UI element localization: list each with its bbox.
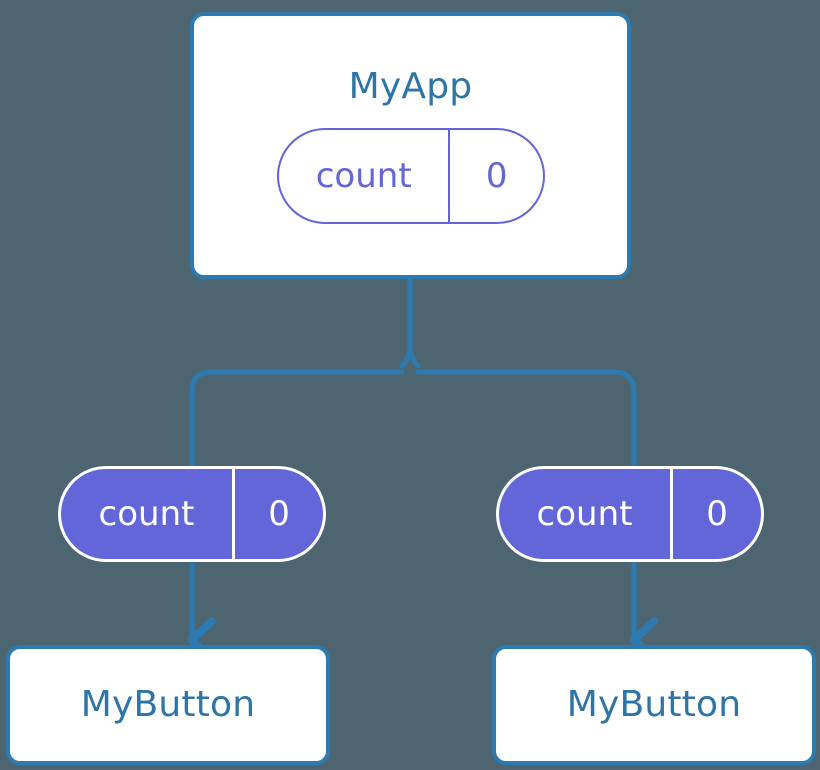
state-pill-child-right-count-label: count <box>536 494 633 534</box>
state-pill-child-right-count[interactable]: count 0 <box>496 466 764 562</box>
connector-branch-right <box>415 369 637 473</box>
node-myapp-title: MyApp <box>348 66 473 107</box>
state-pill-myapp-count-value: 0 <box>448 130 543 222</box>
state-pill-child-right-count-value: 0 <box>670 469 761 559</box>
node-mybutton-left[interactable]: MyButton <box>6 645 330 765</box>
connector-branch-left <box>189 369 405 473</box>
state-pill-child-left-count-value: 0 <box>232 469 323 559</box>
state-pill-myapp-count-label: count <box>315 156 412 196</box>
state-pill-child-left-count-label: count <box>98 494 195 534</box>
state-pill-child-left-count[interactable]: count 0 <box>58 466 326 562</box>
node-mybutton-right[interactable]: MyButton <box>492 645 816 765</box>
node-myapp[interactable]: MyApp <box>190 12 631 279</box>
node-mybutton-right-title: MyButton <box>566 684 742 725</box>
state-pill-myapp-count[interactable]: count 0 <box>277 128 545 224</box>
connector-root-trunk-mirror <box>407 342 421 369</box>
node-mybutton-left-title: MyButton <box>80 684 256 725</box>
